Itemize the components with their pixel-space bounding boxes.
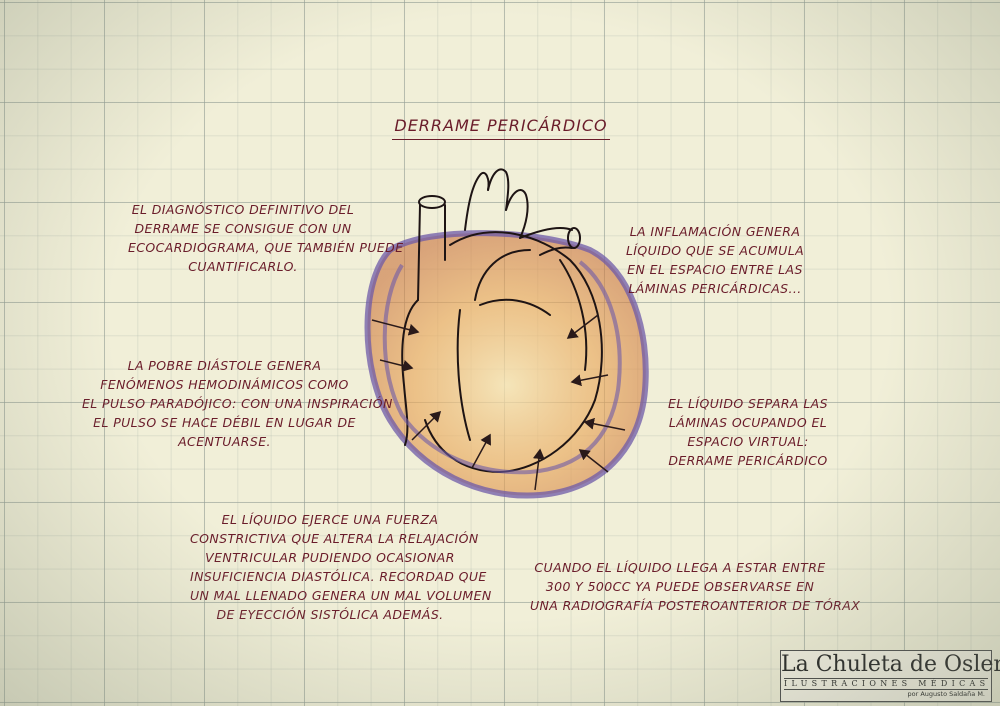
- note-line: láminas pericárdicas...: [628, 281, 802, 296]
- outer-pericardium: [364, 230, 649, 499]
- note-line: el pulso paradójico: con una inspiración: [82, 396, 393, 411]
- note-line: líquido que se acumula: [625, 243, 805, 258]
- note-line: derrame se consigue con un: [134, 221, 352, 236]
- note-line: derrame pericárdico: [668, 453, 828, 468]
- note-line: Cuando el líquido llega a estar entre: [534, 560, 826, 575]
- note-line: constrictiva que altera la relajación: [190, 531, 479, 546]
- note-inflammation: La inflamación genera líquido que se acu…: [615, 222, 815, 298]
- logo-title: La Chuleta de Osler: [781, 652, 1000, 677]
- note-line: El diagnóstico definitivo del: [131, 202, 355, 217]
- note-diastole: La pobre diástole genera fenómenos hemod…: [82, 356, 393, 451]
- note-line: La inflamación genera: [629, 224, 801, 239]
- note-line: acentuarse.: [178, 434, 271, 449]
- note-line: El líquido ejerce una fuerza: [221, 512, 439, 527]
- heart-outline: [401, 168, 603, 473]
- note-line: ecocardiograma, que también puede: [128, 240, 404, 255]
- note-line: La pobre diástole genera: [127, 358, 322, 373]
- logo-author: por Augusto Saldaña M.: [907, 690, 986, 698]
- page-title: Derrame pericárdico: [392, 116, 610, 140]
- note-line: en el espacio entre las: [627, 262, 803, 277]
- note-line: de eyección sistólica además.: [216, 607, 444, 622]
- note-diagnosis: El diagnóstico definitivo del derrame se…: [128, 200, 404, 276]
- note-line: insuficiencia diastólica. Recordad que: [190, 569, 487, 584]
- note-line: el pulso se hace débil en lugar de: [93, 415, 356, 430]
- note-line: láminas ocupando el: [668, 415, 828, 430]
- note-line: fenómenos hemodinámicos como: [100, 377, 349, 392]
- note-line: cuantificarlo.: [188, 259, 298, 274]
- inner-pericardium: [382, 260, 622, 475]
- note-line: El líquido separa las: [668, 396, 828, 411]
- heart-illustration: [364, 168, 649, 499]
- note-line: una radiografía posteroanterior de tórax: [530, 598, 861, 613]
- pressure-arrows: [371, 314, 626, 491]
- note-line: ventricular pudiendo ocasionar: [205, 550, 455, 565]
- note-separation: El líquido separa las láminas ocupando e…: [668, 394, 828, 470]
- note-radiography: Cuando el líquido llega a estar entre 30…: [530, 558, 861, 615]
- note-line: un mal llenado genera un mal volumen: [190, 588, 492, 603]
- note-constrictive: El líquido ejerce una fuerza constrictiv…: [190, 510, 492, 624]
- pericardial-effusion: [367, 233, 646, 496]
- note-line: espacio virtual:: [687, 434, 809, 449]
- brand-logo: La Chuleta de Osler ILUSTRACIONES MÉDICA…: [780, 650, 1000, 702]
- note-line: 300 y 500cc ya puede observarse en: [545, 579, 815, 594]
- logo-subtitle: ILUSTRACIONES MÉDICAS: [784, 678, 990, 690]
